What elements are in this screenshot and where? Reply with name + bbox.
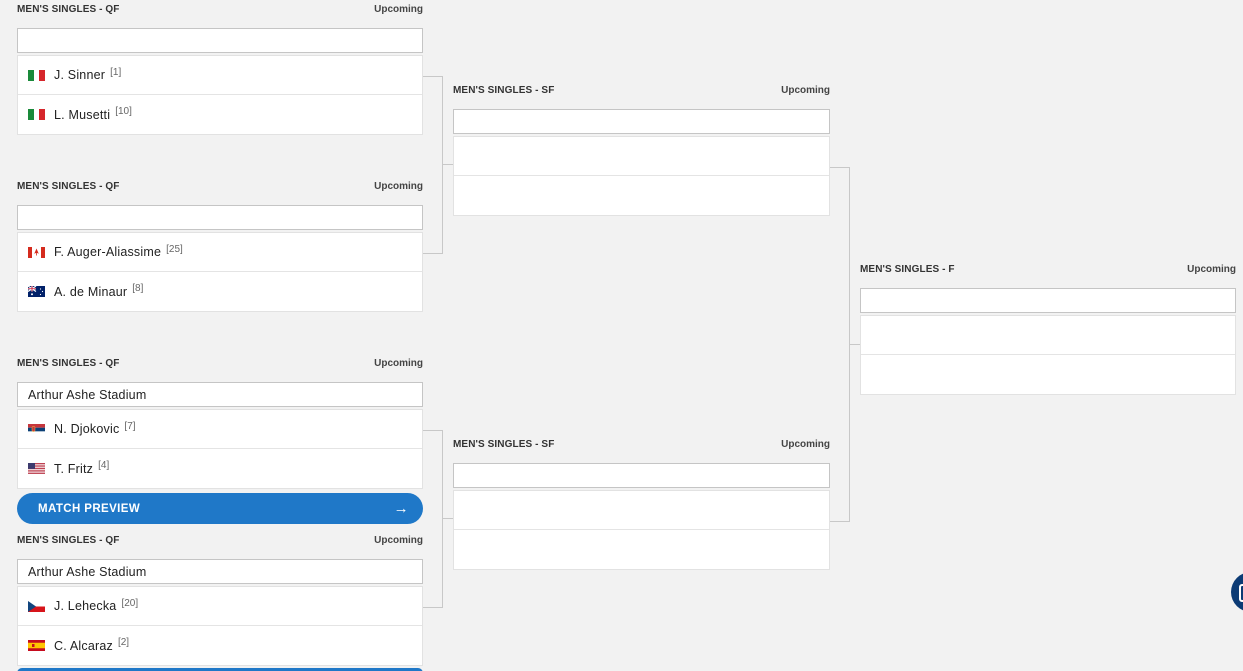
serbia-flag-icon — [28, 423, 45, 435]
match-preview-button[interactable]: MATCH PREVIEW → — [17, 493, 423, 524]
round-label: MEN'S SINGLES - SF — [453, 85, 555, 96]
match-card-qf-4[interactable]: MEN'S SINGLES - QF Upcoming Arthur Ashe … — [17, 535, 423, 666]
match-status: Upcoming — [781, 439, 830, 450]
round-label: MEN'S SINGLES - QF — [17, 535, 120, 546]
venue-field: Arthur Ashe Stadium — [17, 382, 423, 407]
players-list: F. Auger-Aliassime [25] A. de Minaur [8] — [17, 232, 423, 312]
match-card-final[interactable]: MEN'S SINGLES - F Upcoming — [860, 264, 1236, 395]
player-seed: [20] — [121, 597, 139, 609]
chat-icon — [1239, 584, 1243, 602]
match-status: Upcoming — [374, 358, 423, 369]
player-name: C. Alcaraz — [54, 638, 113, 653]
venue-field — [17, 205, 423, 230]
player-row[interactable] — [454, 491, 829, 530]
player-row[interactable]: F. Auger-Aliassime [25] — [18, 233, 422, 272]
australia-flag-icon — [28, 286, 45, 297]
players-list: N. Djokovic [7] T. Fritz [4] — [17, 409, 423, 489]
match-preview-label: MATCH PREVIEW — [38, 502, 141, 515]
round-label: MEN'S SINGLES - QF — [17, 4, 120, 15]
player-seed: [10] — [115, 106, 132, 117]
match-card-qf-2[interactable]: MEN'S SINGLES - QF Upcoming F. Auger-Ali… — [17, 181, 423, 312]
players-list: J. Lehecka [20] C. Alcaraz [2] — [17, 586, 423, 666]
players-list — [453, 136, 830, 216]
player-seed: [4] — [98, 460, 110, 471]
match-status: Upcoming — [781, 85, 830, 96]
czech-flag-icon — [28, 600, 45, 612]
match-card-sf-2[interactable]: MEN'S SINGLES - SF Upcoming — [453, 439, 830, 570]
player-row[interactable]: N. Djokovic [7] — [18, 410, 422, 449]
player-row[interactable] — [454, 530, 829, 569]
player-row[interactable]: J. Lehecka [20] — [18, 587, 422, 626]
match-status: Upcoming — [374, 4, 423, 15]
round-label: MEN'S SINGLES - F — [860, 264, 955, 275]
players-list — [453, 490, 830, 570]
player-name: N. Djokovic — [54, 422, 120, 436]
italy-flag-icon — [28, 69, 45, 81]
match-preview-button-partial[interactable] — [17, 668, 423, 671]
player-seed: [2] — [117, 637, 130, 648]
players-list — [860, 315, 1236, 395]
chat-help-button[interactable] — [1231, 572, 1243, 612]
usa-flag-icon — [28, 463, 45, 474]
player-name: J. Lehecka — [54, 599, 117, 613]
italy-flag-icon — [28, 109, 45, 120]
venue-field — [453, 109, 830, 134]
player-row[interactable]: T. Fritz [4] — [18, 449, 422, 488]
player-seed: [25] — [166, 243, 183, 255]
player-seed: [1] — [110, 66, 122, 78]
player-seed: [8] — [132, 283, 144, 294]
round-label: MEN'S SINGLES - QF — [17, 358, 120, 369]
player-row[interactable] — [861, 355, 1235, 394]
venue-field: Arthur Ashe Stadium — [17, 559, 423, 584]
spain-flag-icon — [28, 640, 45, 651]
players-list: J. Sinner [1] L. Musetti [10] — [17, 55, 423, 135]
player-name: T. Fritz — [54, 461, 94, 476]
match-card-qf-3[interactable]: MEN'S SINGLES - QF Upcoming Arthur Ashe … — [17, 358, 423, 489]
player-row[interactable]: A. de Minaur [8] — [18, 272, 422, 311]
venue-field — [860, 288, 1236, 313]
arrow-right-icon: → — [393, 500, 409, 517]
player-row[interactable]: J. Sinner [1] — [18, 56, 422, 95]
match-card-qf-1[interactable]: MEN'S SINGLES - QF Upcoming J. Sinner [1… — [17, 4, 423, 135]
match-status: Upcoming — [1187, 264, 1236, 275]
player-row[interactable]: C. Alcaraz [2] — [18, 626, 422, 665]
player-seed: [7] — [124, 420, 136, 432]
match-status: Upcoming — [374, 181, 423, 192]
player-row[interactable] — [454, 176, 829, 215]
player-row[interactable]: L. Musetti [10] — [18, 95, 422, 134]
match-card-sf-1[interactable]: MEN'S SINGLES - SF Upcoming — [453, 85, 830, 216]
player-row[interactable] — [861, 316, 1235, 355]
round-label: MEN'S SINGLES - QF — [17, 181, 120, 192]
venue-field — [453, 463, 830, 488]
player-name: F. Auger-Aliassime — [54, 245, 162, 259]
canada-flag-icon — [28, 246, 45, 258]
match-status: Upcoming — [374, 535, 423, 546]
player-row[interactable] — [454, 137, 829, 176]
venue-field — [17, 28, 423, 53]
player-name: A. de Minaur — [54, 284, 128, 299]
round-label: MEN'S SINGLES - SF — [453, 439, 555, 450]
player-name: J. Sinner — [54, 68, 106, 82]
player-name: L. Musetti — [54, 107, 111, 122]
